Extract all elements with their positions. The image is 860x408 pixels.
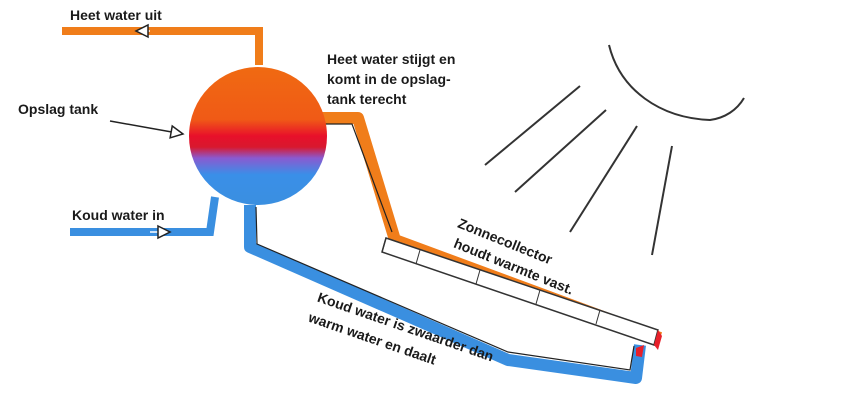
cold-water-in-label: Koud water in [72,207,165,223]
hot-rise-label-line-2: komt in de opslag- [327,71,451,87]
hot-rise-label-line-1: Heet water stijgt en [327,51,456,67]
hot-water-out-label: Heet water uit [70,7,162,23]
solar-collector [381,237,662,350]
hot-rise-label-line-3: tank terecht [327,91,407,107]
hot-rise-flow-line [322,123,393,233]
storage-tank-label: Opslag tank [18,101,99,117]
tank-pointer-arrow [109,120,183,134]
cold-return-flow-line [255,206,635,371]
collector-outlet-tip [636,345,644,357]
sun-rays [484,85,673,256]
sun-icon [608,44,745,122]
cold-return-pipe [244,205,646,384]
cold-water-in-pipe [70,196,219,236]
hot-water-out-pipe [62,27,263,65]
storage-tank [189,67,327,205]
